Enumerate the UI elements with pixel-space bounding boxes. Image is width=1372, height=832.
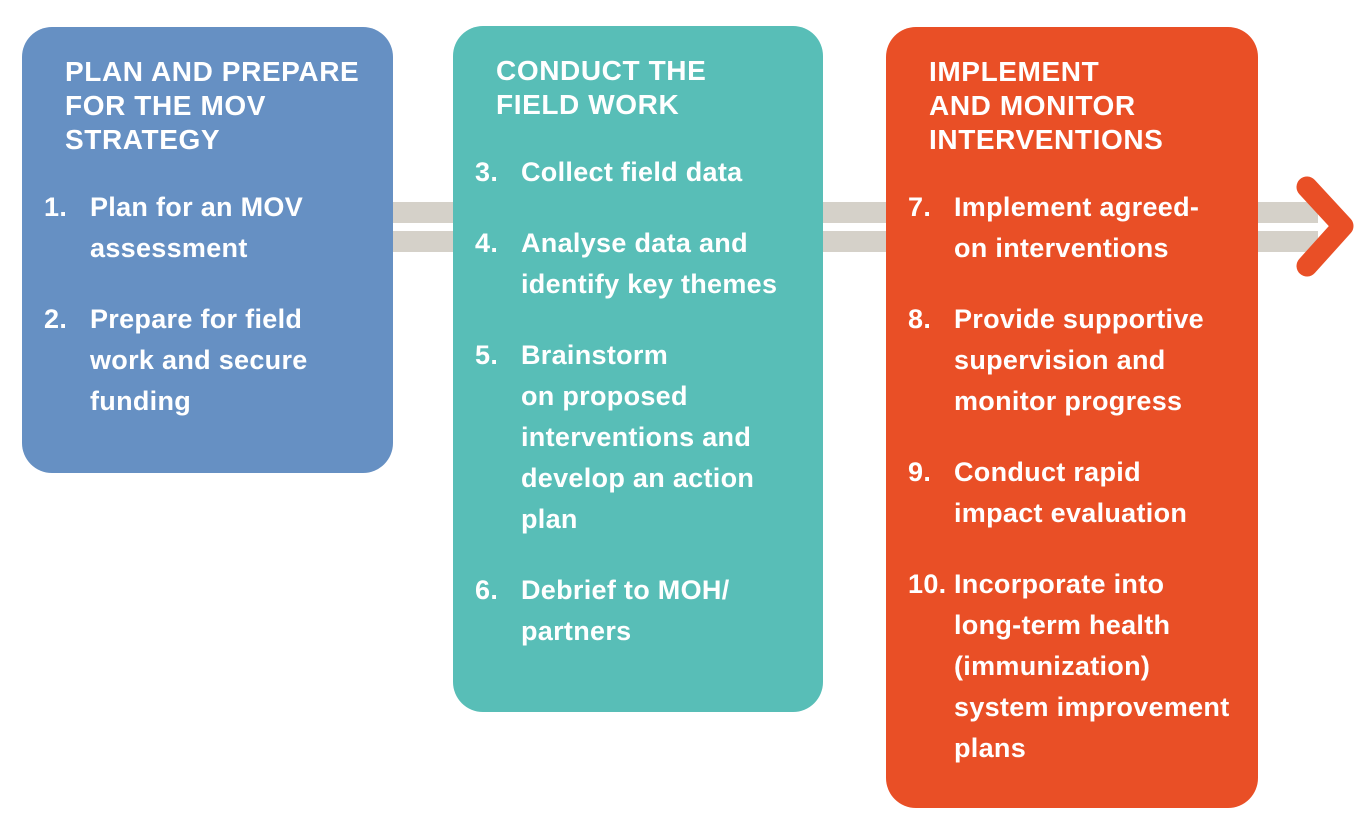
list-item: 5. Brainstorm on proposed interventions …: [475, 335, 803, 540]
connector-bar: [1256, 231, 1318, 252]
connector-bar: [1256, 202, 1318, 223]
list-item: 4. Analyse data and identify key themes: [475, 223, 803, 305]
item-text: Prepare for field work and secure fundin…: [90, 304, 308, 416]
item-number: 4.: [475, 228, 499, 258]
item-text: Brainstorm on proposed interventions and…: [521, 340, 755, 534]
item-text: Plan for an MOV assessment: [90, 192, 304, 263]
connector-bar: [390, 231, 456, 252]
stage-box-conduct-field-work: CONDUCT THE FIELD WORK 3. Collect field …: [453, 26, 823, 712]
item-number: 3.: [475, 157, 499, 187]
stage-title: CONDUCT THE FIELD WORK: [496, 55, 707, 120]
item-text: Incorporate into long-term health (immun…: [954, 569, 1230, 763]
list-item: 3. Collect field data: [475, 152, 803, 193]
connector-bar: [820, 202, 889, 223]
stage-title: IMPLEMENT AND MONITOR INTERVENTIONS: [929, 56, 1164, 155]
item-number: 1.: [44, 192, 68, 222]
connector-bar: [390, 202, 456, 223]
item-number: 8.: [908, 304, 932, 334]
item-text: Implement agreed- on interventions: [954, 192, 1200, 263]
list-item: 1. Plan for an MOV assessment: [44, 187, 373, 269]
forward-arrow-icon: [1296, 176, 1354, 277]
item-number: 5.: [475, 340, 499, 370]
list-item: 9. Conduct rapid impact evaluation: [908, 452, 1238, 534]
list-item: 8. Provide supportive supervision and mo…: [908, 299, 1238, 422]
item-text: Debrief to MOH/ partners: [521, 575, 730, 646]
item-number: 9.: [908, 457, 932, 487]
item-number: 7.: [908, 192, 932, 222]
item-text: Collect field data: [521, 157, 743, 187]
stage-box-implement-and-monitor: IMPLEMENT AND MONITOR INTERVENTIONS 7. I…: [886, 27, 1258, 808]
item-text: Provide supportive supervision and monit…: [954, 304, 1204, 416]
connector-bar: [820, 231, 889, 252]
list-item: 7. Implement agreed- on interventions: [908, 187, 1238, 269]
list-item: 10. Incorporate into long-term health (i…: [908, 564, 1238, 769]
list-item: 6. Debrief to MOH/ partners: [475, 570, 803, 652]
item-number: 2.: [44, 304, 68, 334]
stage-box-plan-and-prepare: PLAN AND PREPARE FOR THE MOV STRATEGY 1.…: [22, 27, 393, 473]
item-number: 10.: [908, 569, 947, 599]
list-item: 2. Prepare for field work and secure fun…: [44, 299, 373, 422]
item-text: Conduct rapid impact evaluation: [954, 457, 1188, 528]
item-number: 6.: [475, 575, 499, 605]
stage-title: PLAN AND PREPARE FOR THE MOV STRATEGY: [65, 56, 360, 155]
item-text: Analyse data and identify key themes: [521, 228, 778, 299]
